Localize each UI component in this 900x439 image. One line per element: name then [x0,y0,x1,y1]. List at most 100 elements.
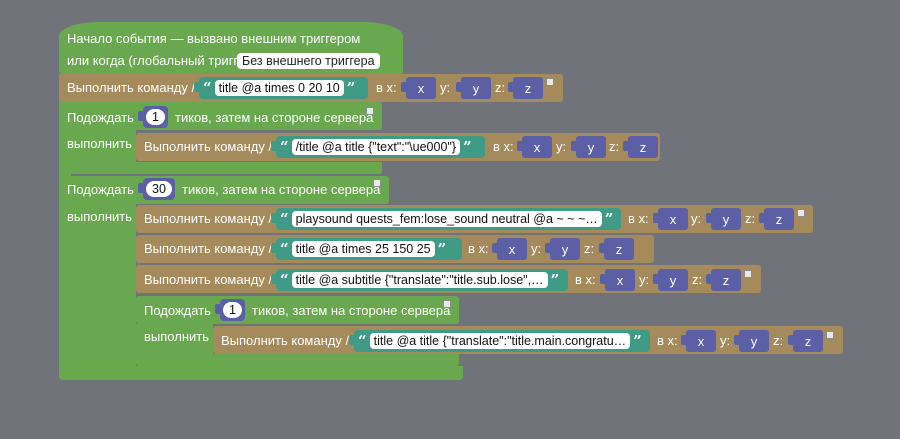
tick-count-block[interactable]: 30 [138,178,175,200]
z-label: z: [773,333,784,348]
x-label: в x: [657,333,678,348]
wait-block[interactable] [59,176,389,204]
close-quote-icon: ” [604,210,614,228]
y-label: y: [691,211,702,226]
close-quote-icon: ” [346,79,356,97]
event-footer [59,366,463,380]
wait-suffix: тиков, затем на стороне сервера [175,110,374,125]
do-label: выполнить [67,136,132,151]
x-label: в x: [575,272,596,287]
x-label: в x: [468,241,489,256]
command-text[interactable]: title @a times 0 20 10 [214,80,344,96]
x-label: в x: [493,139,514,154]
y-label: y: [556,139,567,154]
do-label: выполнить [144,329,209,344]
z-label: z: [584,241,595,256]
wait-label: Подождать [144,303,211,318]
wait-suffix: тиков, затем на стороне сервера [182,182,381,197]
command-label: Выполнить команду / [144,272,273,287]
y-label: y: [639,272,650,287]
command-label: Выполнить команду / [221,333,350,348]
variable-y[interactable]: y [571,136,606,158]
variable-z[interactable]: z [759,208,794,230]
variable-x[interactable]: x [681,330,716,352]
tick-count-block[interactable]: 1 [215,299,245,321]
trigger-dropdown[interactable]: Без внешнего триггера [237,53,380,69]
command-label: Выполнить команду / [144,241,273,256]
close-quote-icon: ” [463,138,472,156]
close-quote-icon: ” [550,271,560,289]
y-label: y: [531,241,542,256]
open-quote-icon: “ [280,210,289,228]
open-quote-icon: “ [358,332,367,350]
variable-x[interactable]: x [492,238,527,260]
open-quote-icon: “ [203,79,212,97]
variable-x[interactable]: x [401,77,436,99]
variable-z[interactable]: z [599,238,634,260]
command-text[interactable]: title @a subtitle {"translate":"title.su… [291,272,548,288]
y-label: y: [720,333,731,348]
wait-label: Подождать [67,110,134,125]
comment-toggle-icon[interactable] [744,270,752,278]
string-block[interactable]: “ playsound quests_fem:lose_sound neutra… [271,208,621,230]
wait-label: Подождать [67,182,134,197]
comment-toggle-icon[interactable] [826,331,834,339]
tick-count-block[interactable]: 1 [138,106,168,128]
comment-toggle-icon[interactable] [546,78,554,86]
open-quote-icon: “ [280,271,289,289]
variable-z[interactable]: z [623,136,658,158]
string-block[interactable]: “ title @a times 25 150 25 ” [271,238,462,260]
variable-z[interactable]: z [508,77,543,99]
wait-spine [136,324,213,356]
close-quote-icon: ” [437,240,447,258]
z-label: z: [745,211,756,226]
z-label: z: [495,80,506,95]
command-text[interactable]: title @a times 25 150 25 [291,241,435,257]
wait-footer [59,162,382,174]
variable-y[interactable]: y [456,77,491,99]
comment-toggle-icon[interactable] [443,300,451,308]
variable-y[interactable]: y [706,208,741,230]
tick-count[interactable]: 1 [146,109,165,125]
tick-count[interactable]: 30 [146,181,172,197]
variable-y[interactable]: y [545,238,580,260]
variable-z[interactable]: z [706,269,741,291]
z-label: z: [692,272,703,287]
variable-y[interactable]: y [653,269,688,291]
variable-x[interactable]: x [600,269,635,291]
wait-spine [59,204,136,368]
open-quote-icon: “ [280,240,289,258]
comment-toggle-icon[interactable] [797,209,805,217]
wait-block[interactable] [136,296,459,324]
command-text[interactable]: title @a title {"translate":"title.main.… [369,333,631,349]
x-label: в x: [376,80,397,95]
y-label: y: [440,80,451,95]
variable-x[interactable]: x [653,208,688,230]
do-label: выполнить [67,209,132,224]
string-block[interactable]: “ /title @a title {"text":"\ue000"} ” [271,136,485,158]
open-quote-icon: “ [280,138,289,156]
comment-toggle-icon[interactable] [373,179,381,187]
event-trigger-label: или когда (глобальный триггер): [67,53,261,68]
wait-footer [136,354,459,366]
string-block[interactable]: “ title @a times 0 20 10 ” [194,77,368,99]
close-quote-icon: ” [633,332,642,350]
event-title: Начало события — вызвано внешним триггер… [67,31,361,46]
wait-block[interactable] [59,102,382,130]
string-block[interactable]: “ title @a subtitle {"translate":"title.… [271,269,568,291]
variable-x[interactable]: x [517,136,552,158]
wait-spine [59,130,136,166]
wait-suffix: тиков, затем на стороне сервера [252,303,451,318]
command-text[interactable]: playsound quests_fem:lose_sound neutral … [291,211,602,227]
z-label: z: [609,139,620,154]
comment-toggle-icon[interactable] [366,107,374,115]
tick-count[interactable]: 1 [223,302,242,318]
command-label: Выполнить команду / [144,139,273,154]
variable-z[interactable]: z [788,330,823,352]
variable-y[interactable]: y [734,330,769,352]
x-label: в x: [628,211,649,226]
command-label: Выполнить команду / [67,80,196,95]
string-block[interactable]: “ title @a title {"translate":"title.mai… [349,330,650,352]
command-text[interactable]: /title @a title {"text":"\ue000"} [291,139,461,155]
command-label: Выполнить команду / [144,211,273,226]
